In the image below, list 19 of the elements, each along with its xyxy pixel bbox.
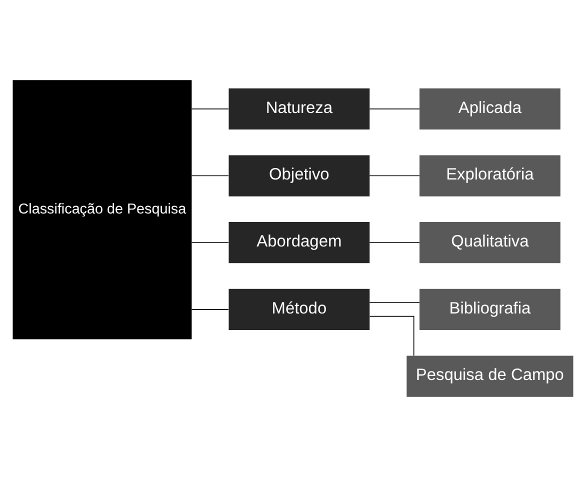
connector: [191, 108, 229, 110]
connector: [369, 316, 414, 356]
node-box: Objetivo: [228, 155, 370, 196]
node-box: Classificação de Pesquisa: [12, 80, 192, 340]
node-box: Natureza: [228, 88, 370, 130]
connector: [191, 309, 229, 310]
connector: [191, 242, 229, 244]
node-box: Método: [228, 288, 370, 330]
node-box: Qualitativa: [420, 222, 560, 264]
connector: [369, 242, 420, 244]
connector: [369, 175, 420, 176]
node-box: Exploratória: [420, 155, 560, 196]
connector: [369, 108, 420, 110]
node-box: Pesquisa de Campo: [406, 356, 574, 397]
node-box: Aplicada: [420, 88, 560, 130]
connector: [369, 302, 420, 304]
connector: [191, 175, 229, 176]
node-box: Bibliografia: [420, 288, 560, 330]
node-box: Abordagem: [228, 222, 370, 264]
